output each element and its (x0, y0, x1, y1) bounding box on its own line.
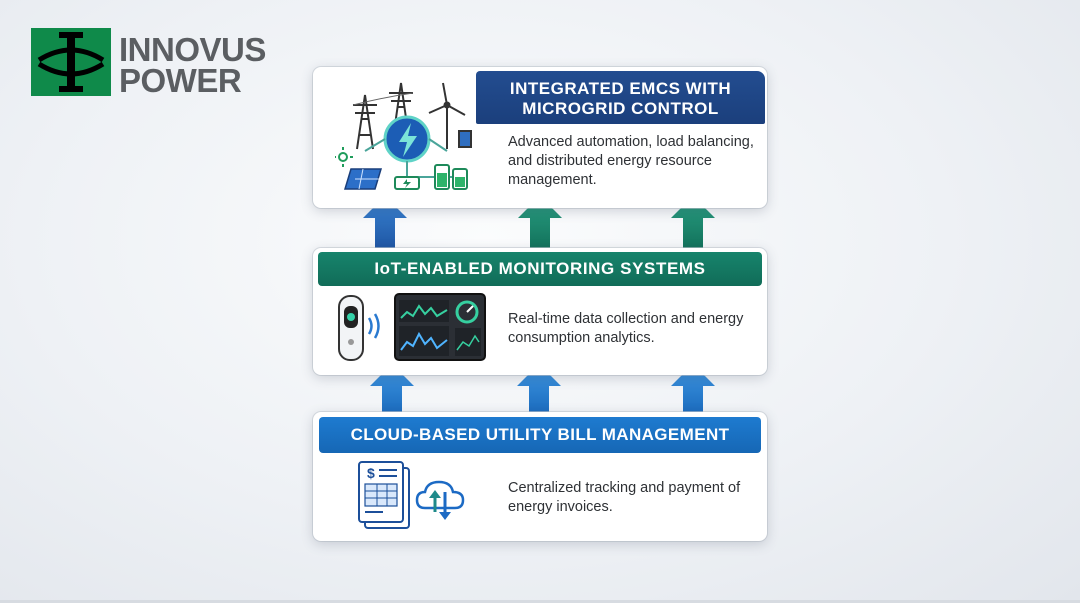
arrow-up-2-left (370, 364, 414, 420)
layer-description-iot: Real-time data collection and energy con… (508, 311, 744, 346)
bottom-divider (0, 600, 1080, 603)
logo-line-1: INNOVUS (119, 31, 266, 68)
innovus-logo-icon (31, 28, 111, 96)
layer-card-cloud-billing: CLOUD-BASED UTILITY BILL MANAGEMENT $ Ce… (313, 412, 767, 541)
logo-text: INNOVUS POWER (119, 31, 266, 99)
layer-card-iot: IoT-ENABLED MONITORING SYSTEMS Real-time… (313, 248, 767, 375)
svg-text:$: $ (367, 465, 375, 481)
arrow-up-1-green-right (671, 196, 715, 256)
cloud-bill-icon: $ (358, 461, 465, 529)
microgrid-icon (335, 82, 472, 190)
arrow-up-2-right (671, 364, 715, 420)
arrow-up-1-green (518, 196, 562, 256)
layer-description-emcs: Advanced automation, load balancing, and… (508, 134, 754, 188)
arrow-up-1-blue (363, 196, 407, 256)
layer-title-line-1: INTEGRATED EMCS WITH (509, 79, 732, 98)
layer-description-cloud-billing: Centralized tracking and payment of ener… (508, 480, 741, 515)
layer-header-emcs: INTEGRATED EMCS WITH MICROGRID CONTROL (476, 71, 765, 124)
logo-line-2: POWER (119, 62, 242, 99)
company-logo: INNOVUS POWER (31, 28, 301, 98)
layer-title-line-2: MICROGRID CONTROL (522, 99, 719, 118)
layer-header-cloud-billing: CLOUD-BASED UTILITY BILL MANAGEMENT (319, 417, 761, 453)
arrow-up-2-center (517, 364, 561, 420)
iot-monitoring-icon (338, 293, 486, 361)
layer-header-iot: IoT-ENABLED MONITORING SYSTEMS (318, 252, 762, 286)
layer-card-emcs: INTEGRATED EMCS WITH MICROGRID CONTROL (313, 67, 767, 208)
